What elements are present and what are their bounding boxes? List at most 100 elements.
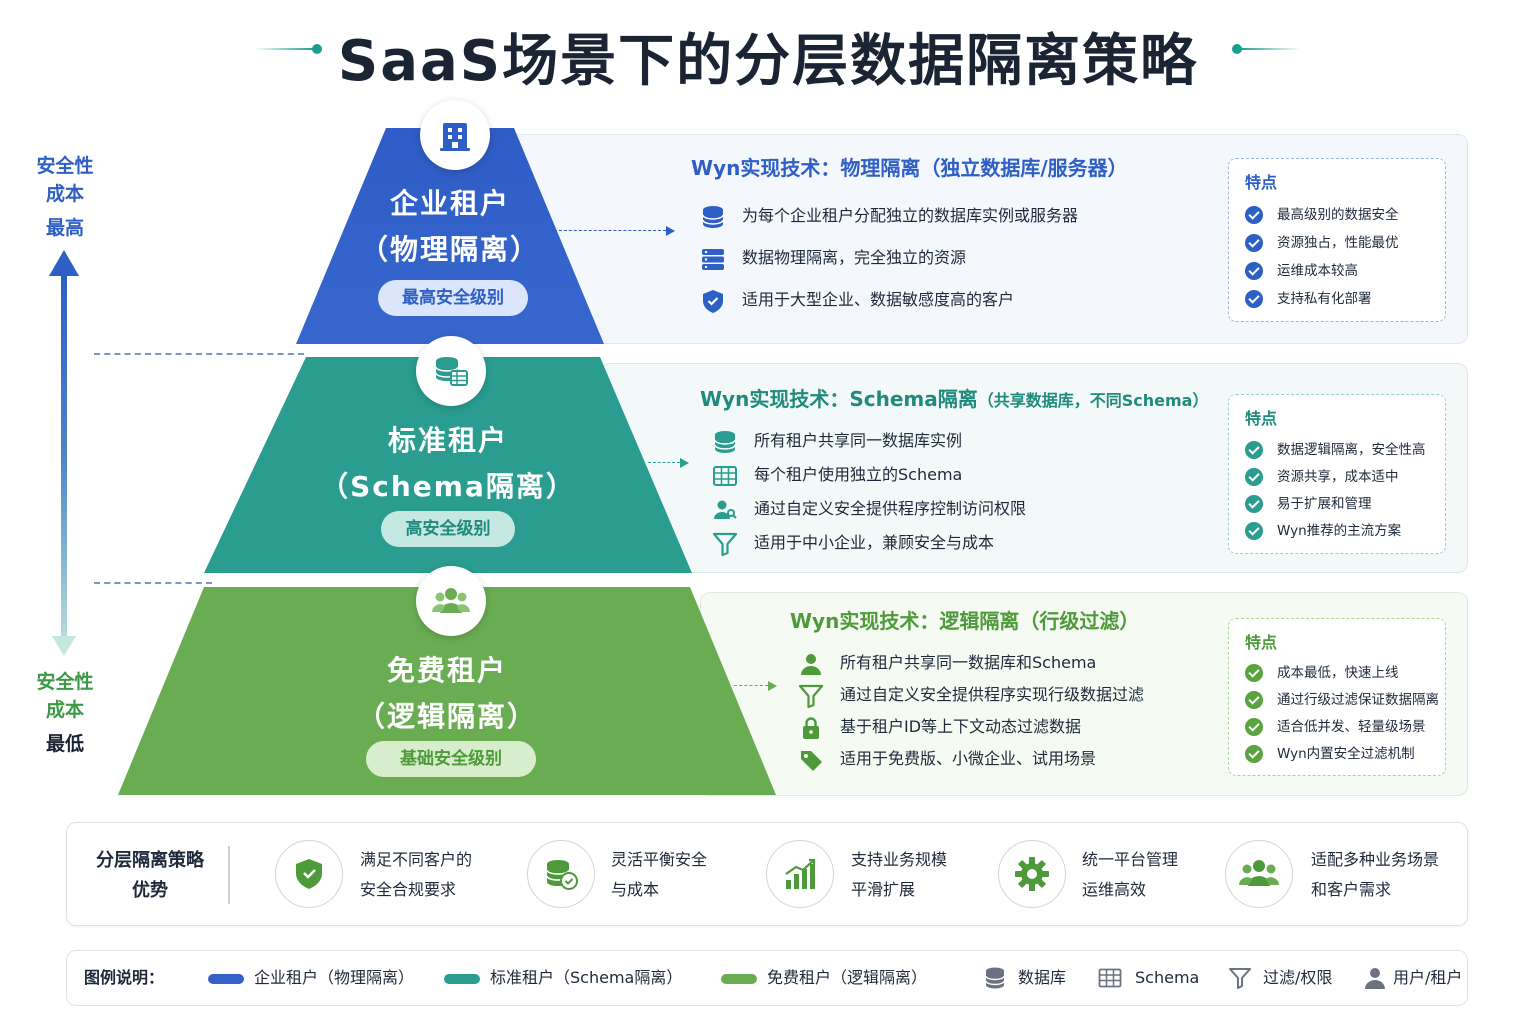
standard-bullet-text: 每个租户使用独立的Schema — [754, 465, 963, 484]
title-decor-line-right — [1240, 48, 1300, 50]
feature-item: 运维成本较高 — [1245, 261, 1358, 281]
legend-swatch-standard — [444, 974, 480, 984]
feature-item: 最高级别的数据安全 — [1245, 205, 1399, 225]
enterprise-connector — [554, 230, 666, 231]
advantage-line1: 灵活平衡安全 — [611, 850, 708, 869]
building-icon — [420, 100, 490, 170]
check-icon — [1245, 691, 1263, 709]
free-features-box: 特点 成本最低，快速上线 通过行级过滤保证数据隔离 适合低并发、轻量级场景 Wy… — [1228, 618, 1446, 776]
standard-bullet-text: 适用于中小企业，兼顾安全与成本 — [754, 533, 995, 552]
tag-icon — [801, 750, 822, 771]
user-icon — [1365, 968, 1385, 989]
axis-bottom-level: 最低 — [45, 733, 84, 755]
legend-swatch-enterprise — [208, 974, 244, 984]
tier-enterprise: 企业租户 （物理隔离） 最高安全级别 — [290, 126, 610, 346]
feature-text: Wyn推荐的主流方案 — [1277, 523, 1402, 539]
advantage-line2: 平滑扩展 — [851, 880, 916, 899]
free-bullet: 适用于免费版、小微企业、试用场景 — [798, 746, 1096, 772]
feature-item: 支持私有化部署 — [1245, 289, 1372, 309]
free-bullet-text: 适用于免费版、小微企业、试用场景 — [840, 749, 1097, 768]
feature-item: Wyn推荐的主流方案 — [1245, 521, 1401, 541]
advantages-heading-line2: 优势 — [132, 880, 168, 901]
check-icon — [1245, 290, 1263, 308]
check-icon — [1245, 664, 1263, 682]
advantage-line2: 和客户需求 — [1311, 880, 1392, 899]
feature-item: 易于扩展和管理 — [1245, 494, 1372, 514]
axis-bottom-line2: 成本 — [45, 699, 84, 721]
database-icon — [702, 205, 724, 228]
feature-text: 适合低并发、轻量级场景 — [1277, 719, 1426, 735]
advantage-line1: 统一平台管理 — [1082, 850, 1179, 869]
lock-icon — [803, 716, 819, 739]
standard-features-box: 特点 数据逻辑隔离，安全性高 资源共享，成本适中 易于扩展和管理 Wyn推荐的主… — [1228, 394, 1446, 554]
enterprise-bullet-text: 数据物理隔离，完全独立的资源 — [742, 248, 967, 267]
free-features-title: 特点 — [1245, 633, 1278, 652]
shield-icon — [703, 289, 723, 313]
feature-text: 通过行级过滤保证数据隔离 — [1277, 692, 1439, 708]
check-icon — [1245, 262, 1263, 280]
table-icon — [1098, 968, 1122, 988]
feature-text: 数据逻辑隔离，安全性高 — [1277, 442, 1426, 458]
check-icon — [1245, 718, 1263, 736]
feature-item: 成本最低，快速上线 — [1245, 663, 1399, 683]
feature-text: 易于扩展和管理 — [1277, 496, 1372, 512]
feature-item: 通过行级过滤保证数据隔离 — [1245, 690, 1439, 710]
free-bullet-text: 基于租户ID等上下文动态过滤数据 — [840, 717, 1082, 736]
advantage-item: 支持业务规模 平滑扩展 — [851, 845, 947, 905]
legend-item-text: 数据库 — [1018, 968, 1067, 987]
advantage-item: 统一平台管理 运维高效 — [1082, 845, 1178, 905]
free-bullet: 通过自定义安全提供程序实现行级数据过滤 — [798, 682, 1144, 708]
tier-enterprise-shape — [296, 128, 604, 344]
filter-icon — [798, 684, 824, 708]
shield-check-icon — [275, 840, 343, 908]
feature-item: 资源共享，成本适中 — [1245, 467, 1399, 487]
tier-standard: 标准租户 （Schema隔离） 高安全级别 — [198, 355, 698, 575]
feature-text: 成本最低，快速上线 — [1277, 665, 1399, 681]
users-icon — [416, 566, 486, 636]
tier-enterprise-name: 企业租户 （物理隔离） — [300, 182, 600, 268]
bar-chart-icon — [766, 840, 834, 908]
legend-item-text: 标准租户（Schema隔离） — [490, 968, 683, 987]
server-icon — [702, 248, 724, 270]
free-tech-title: Wyn实现技术：逻辑隔离（行级过滤） — [790, 609, 1140, 633]
tier-divider-line — [94, 582, 212, 584]
tier-enterprise-badge: 最高安全级别 — [378, 280, 528, 316]
axis-top-line2: 成本 — [45, 183, 84, 205]
tier-divider-line — [94, 353, 304, 355]
feature-text: 资源共享，成本适中 — [1277, 469, 1399, 485]
tier-standard-shape — [204, 357, 692, 573]
legend-panel — [66, 950, 1468, 1006]
axis-bottom-line1: 安全性 — [36, 671, 94, 693]
tier-free-name: 免费租户 （逻辑隔离） — [297, 649, 597, 735]
arrow-right-icon — [768, 681, 777, 691]
database-icon — [714, 430, 736, 453]
tier-standard-badge: 高安全级别 — [381, 511, 515, 547]
legend-item-text: Schema — [1135, 968, 1200, 987]
feature-text: Wyn内置安全过滤机制 — [1277, 746, 1415, 762]
axis-arrow-down-icon — [52, 636, 76, 656]
advantages-heading-line1: 分层隔离策略 — [96, 850, 204, 871]
enterprise-tech-title: Wyn实现技术：物理隔离（独立数据库/服务器） — [691, 156, 1128, 180]
standard-bullet: 通过自定义安全提供程序控制访问权限 — [712, 496, 1026, 522]
tier-free-name-line1: 免费租户 — [386, 654, 507, 687]
feature-item: Wyn内置安全过滤机制 — [1245, 744, 1415, 764]
title-decor-dot-right — [1232, 44, 1242, 54]
legend-swatch-free — [721, 974, 757, 984]
legend-item-text: 过滤/权限 — [1263, 968, 1333, 987]
database-table-icon — [416, 336, 486, 406]
free-connector — [734, 685, 768, 686]
legend-item-text: 企业租户（物理隔离） — [254, 968, 415, 987]
title-decor-line-left — [254, 48, 314, 50]
free-bullet-text: 通过自定义安全提供程序实现行级数据过滤 — [840, 685, 1145, 704]
advantages-heading: 分层隔离策略 优势 — [82, 846, 218, 906]
standard-connector — [648, 462, 680, 463]
enterprise-bullet: 为每个企业租户分配独立的数据库实例或服务器 — [700, 203, 1078, 229]
page-title: SaaS场景下的分层数据隔离策略 — [337, 29, 1199, 94]
axis-bottom-label: 安全性 成本 最低 — [20, 668, 110, 758]
tier-enterprise-name-line1: 企业租户 — [389, 187, 510, 220]
tier-standard-name-line2: （Schema隔离） — [320, 470, 576, 503]
arrow-right-icon — [680, 458, 689, 468]
feature-item: 适合低并发、轻量级场景 — [1245, 717, 1426, 737]
user-icon — [801, 653, 821, 675]
free-bullet: 所有租户共享同一数据库和Schema — [798, 650, 1096, 676]
